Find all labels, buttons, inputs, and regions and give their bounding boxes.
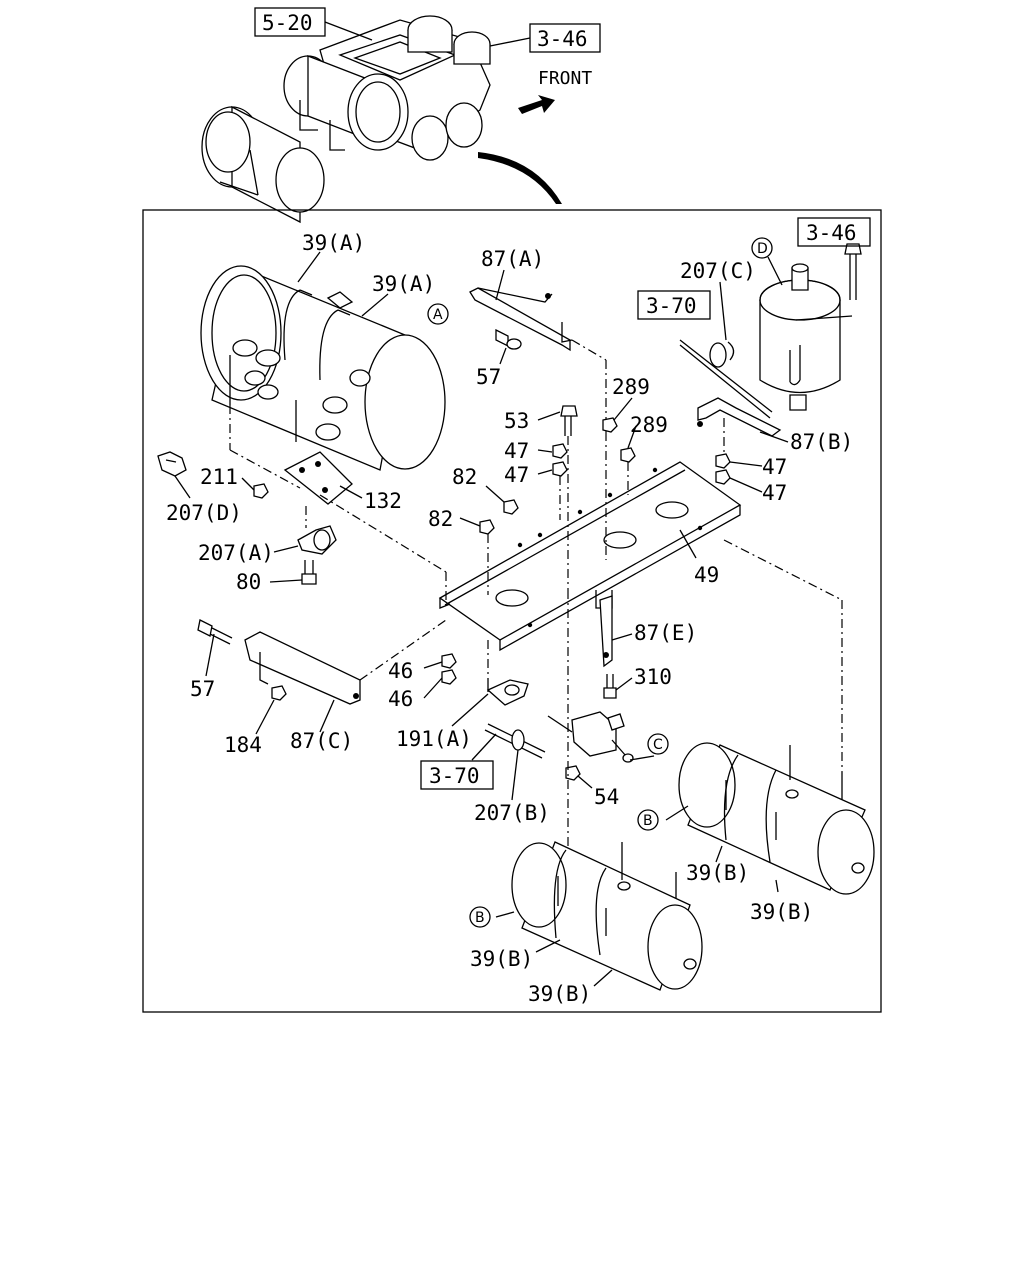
label-39b-3: 39(B) <box>470 947 533 971</box>
label-54: 54 <box>594 785 619 809</box>
bolt-top-right <box>844 243 862 300</box>
nut-54 <box>565 765 581 781</box>
circle-a <box>427 303 449 325</box>
label-184: 184 <box>224 733 262 757</box>
bracket-87c <box>244 631 361 705</box>
bolt-310 <box>603 674 617 699</box>
plate-191a <box>486 640 529 706</box>
label-39a-2: 39(A) <box>372 272 435 296</box>
label-87b: 87(B) <box>790 430 853 454</box>
air-tank-b-right <box>678 742 875 895</box>
nut-47-3 <box>715 453 731 469</box>
ref-5-20: 5-20 <box>262 11 313 35</box>
label-53: 53 <box>504 409 529 433</box>
nut-47-2 <box>552 461 568 477</box>
label-47-2: 47 <box>504 463 529 487</box>
label-39b-4: 39(B) <box>528 982 591 1006</box>
label-132: 132 <box>364 489 402 513</box>
label-39b-1: 39(B) <box>686 861 749 885</box>
label-289-2: 289 <box>630 413 668 437</box>
cross-member-49 <box>438 461 742 652</box>
detail-frame <box>142 209 882 1013</box>
ref-box-3-46 <box>797 217 871 247</box>
nut-82-1 <box>503 499 519 515</box>
circle-c <box>647 733 669 755</box>
label-310: 310 <box>634 665 672 689</box>
label-47-4: 47 <box>762 481 787 505</box>
bolt-57-bottom <box>197 619 233 645</box>
label-87c: 87(C) <box>290 729 353 753</box>
leader-lines <box>174 251 789 987</box>
air-tank-b-bottom <box>511 841 703 991</box>
label-49: 49 <box>694 563 719 587</box>
circle-a-label: A <box>433 307 443 323</box>
nut-82-2 <box>479 519 495 535</box>
label-47-3: 47 <box>762 455 787 479</box>
circle-d <box>751 237 773 259</box>
label-57-top: 57 <box>476 365 501 389</box>
label-289-1: 289 <box>612 375 650 399</box>
label-82-2: 82 <box>428 507 453 531</box>
bracket-87e <box>599 595 613 668</box>
nut-289-1 <box>602 417 618 433</box>
bracket-87b <box>697 397 782 455</box>
tube-207b <box>484 723 546 759</box>
clip-207d <box>157 451 187 477</box>
circle-b-bottom <box>469 906 491 928</box>
nut-289-2 <box>620 447 636 463</box>
front-arrow-icon <box>518 95 555 114</box>
label-46-1: 46 <box>388 659 413 683</box>
label-46-2: 46 <box>388 687 413 711</box>
label-207d: 207(D) <box>166 501 242 525</box>
ref-3-46-top: 3-46 <box>537 27 588 51</box>
filter-d <box>759 263 853 411</box>
label-57-bottom: 57 <box>190 677 215 701</box>
front-label: FRONT <box>538 68 592 89</box>
detail-arrow-icon <box>478 152 562 204</box>
ref-3-46: 3-46 <box>806 221 857 245</box>
bolt-80 <box>301 560 317 585</box>
nut-184 <box>271 685 287 701</box>
clamp-207a <box>297 525 337 555</box>
circle-d-label: D <box>757 241 768 257</box>
label-211: 211 <box>200 465 238 489</box>
ref-3-70-bottom: 3-70 <box>429 764 480 788</box>
air-tank-a <box>200 265 446 471</box>
ref-box-3-70-top <box>637 290 711 320</box>
label-82-1: 82 <box>452 465 477 489</box>
bolt-53 <box>560 405 578 590</box>
label-207b: 207(B) <box>474 801 550 825</box>
bracket-132 <box>283 451 353 505</box>
bracket-87a <box>469 287 573 352</box>
circle-c-label: C <box>653 737 663 753</box>
part-labels: 39(A) 39(A) 87(A) 57 207(C) 289 289 53 4… <box>166 231 853 1006</box>
nut-46-1 <box>441 653 457 669</box>
ref-box-3-70-bottom <box>420 760 494 790</box>
label-47-1: 47 <box>504 439 529 463</box>
nut-211 <box>253 483 269 499</box>
nut-47-4 <box>715 469 731 485</box>
valve-c <box>547 711 634 763</box>
circle-b-right <box>637 809 659 831</box>
label-191a: 191(A) <box>396 727 472 751</box>
tube-207c <box>679 339 773 419</box>
ref-3-70-top: 3-70 <box>646 294 697 318</box>
overview-assembly: 5-20 3-46 FRONT <box>201 7 601 224</box>
label-207a: 207(A) <box>198 541 274 565</box>
circle-b-right-label: B <box>643 813 653 829</box>
nut-47-1 <box>552 443 568 459</box>
circle-b-bottom-label: B <box>475 910 485 926</box>
bolt-57-top <box>495 328 522 350</box>
label-87e: 87(E) <box>634 621 697 645</box>
nut-46-2 <box>441 669 457 685</box>
label-80: 80 <box>236 570 261 594</box>
label-87a: 87(A) <box>481 247 544 271</box>
label-39a-1: 39(A) <box>302 231 365 255</box>
label-207c: 207(C) <box>680 259 756 283</box>
label-39b-2: 39(B) <box>750 900 813 924</box>
